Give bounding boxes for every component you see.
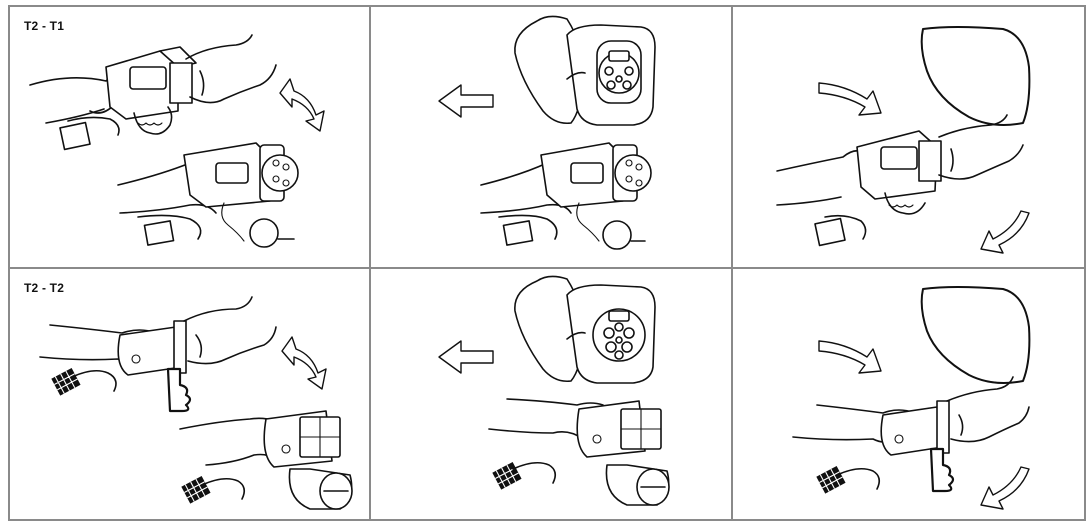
t2-t2-open-inlet-illustration [438,275,670,506]
panel-t2-t2-step-2 [369,267,733,521]
t2-t1-connect-adapter-illustration [29,34,325,248]
panel-t2-t1-step-3 [731,5,1086,269]
t2-t1-open-inlet-illustration [438,15,656,250]
panel-t2-t2-step-1: T2 - T2 [8,267,371,521]
row-label-t2-t2: T2 - T2 [24,281,65,295]
panel-t2-t1-step-1: T2 - T1 [8,5,371,269]
row-label-t2-t1: T2 - T1 [24,19,65,33]
panel-t2-t1-step-2 [369,5,733,269]
t2-t2-insert-plug-illustration [792,286,1031,510]
panel-t2-t2-step-3 [731,267,1086,521]
t2-t2-connect-adapter-illustration [39,296,353,510]
t2-t1-insert-plug-illustration [776,26,1031,254]
instruction-grid: T2 - T1 [8,5,1086,521]
